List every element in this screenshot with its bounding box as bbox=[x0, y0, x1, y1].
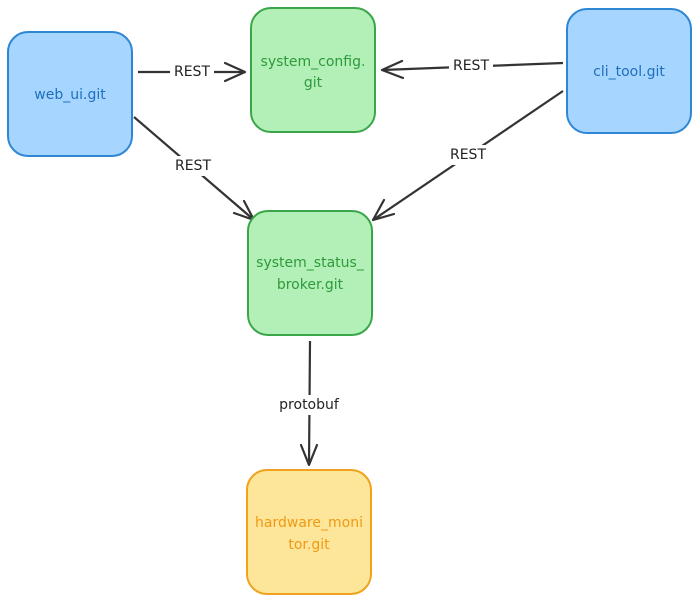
node-system-config-label-line1: system_config. bbox=[261, 54, 366, 70]
edge-label-protobuf: protobuf bbox=[279, 397, 340, 413]
node-system-config: system_config. git bbox=[250, 7, 376, 133]
edge-label-rest: REST bbox=[450, 147, 486, 163]
edge-web-ui-to-system-config: REST bbox=[138, 61, 247, 83]
node-hardware-monitor: hardware_moni tor.git bbox=[246, 469, 372, 595]
edge-label-rest: REST bbox=[175, 158, 211, 174]
node-system-status-broker: system_status_ broker.git bbox=[247, 210, 373, 336]
node-system-config-label-line2: git bbox=[304, 75, 323, 91]
edge-label-rest: REST bbox=[453, 58, 489, 74]
node-system-status-broker-label-line2: broker.git bbox=[277, 277, 344, 293]
node-cli-tool-label: cli_tool.git bbox=[593, 64, 665, 80]
node-system-status-broker-label-line1: system_status_ bbox=[256, 255, 365, 271]
edge-system-status-broker-to-hardware-monitor: protobuf bbox=[276, 340, 342, 467]
node-hardware-monitor-label-line1: hardware_moni bbox=[255, 515, 363, 531]
edge-label-rest: REST bbox=[174, 64, 210, 80]
edge-web-ui-to-system-status-broker: REST bbox=[133, 116, 256, 222]
edge-cli-tool-to-system-config: REST bbox=[380, 56, 564, 80]
node-hardware-monitor-label-line2: tor.git bbox=[288, 537, 330, 553]
node-web-ui: web_ui.git bbox=[7, 31, 133, 157]
edge-cli-tool-to-system-status-broker: REST bbox=[371, 90, 564, 222]
node-cli-tool: cli_tool.git bbox=[566, 8, 692, 134]
node-web-ui-label: web_ui.git bbox=[34, 87, 106, 103]
